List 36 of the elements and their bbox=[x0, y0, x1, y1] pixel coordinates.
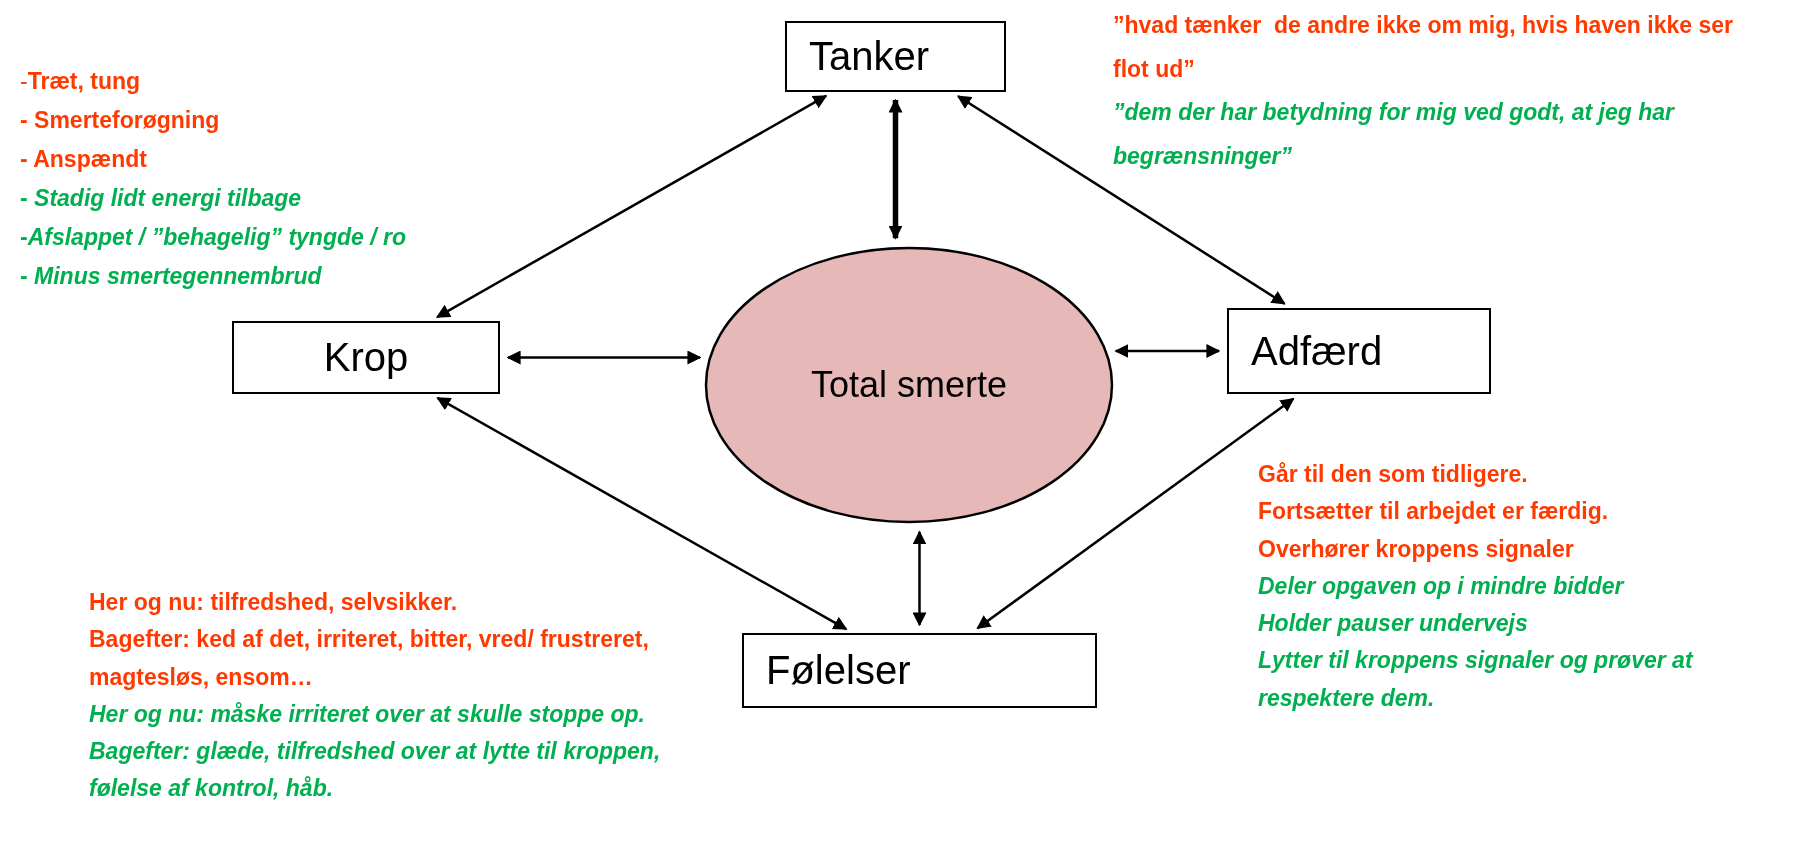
double-arrow bbox=[506, 350, 702, 365]
node-label: Følelser bbox=[766, 648, 911, 693]
double-arrow bbox=[435, 94, 828, 319]
node-label: Total smerte bbox=[810, 364, 1008, 406]
note-text: - Anspændt bbox=[20, 145, 147, 175]
note-text: -Afslappet / ”behagelig” tyngde / ro bbox=[20, 223, 406, 253]
node-label: Adfærd bbox=[1251, 328, 1383, 374]
note-text: Deler opgaven op i mindre bidder bbox=[1258, 571, 1624, 601]
process-box bbox=[785, 21, 1006, 92]
note-text: Her og nu: tilfredshed, selvsikker. bbox=[89, 588, 458, 617]
process-box bbox=[1227, 308, 1491, 394]
note-text: Bagefter: glæde, tilfredshed over at lytte til kroppen, følelse af kontrol, håb. bbox=[89, 737, 662, 804]
double-arrow bbox=[976, 397, 1295, 630]
note-text: Bagefter: ked af det, irriteret, bitter, vred/ frustreret, magtesløs, ensom… bbox=[89, 625, 650, 692]
ellipse-node bbox=[704, 246, 1114, 524]
node-label: Tanker bbox=[809, 34, 930, 79]
note-text: Overhører kroppens signaler bbox=[1258, 534, 1574, 564]
note-text: - Stadig lidt energi tilbage bbox=[20, 184, 302, 214]
note-text: -Træt, tung bbox=[20, 67, 141, 96]
note-text: ”hvad tænker de andre ikke om mig, hvis haven ikke ser flot ud” bbox=[1113, 11, 1734, 84]
note-text: - Minus smertegennembrud bbox=[20, 262, 322, 292]
note-text: Fortsætter til arbejdet er færdig. bbox=[1258, 497, 1609, 527]
double-arrow bbox=[436, 396, 848, 631]
process-box bbox=[742, 633, 1097, 708]
note-text: Her og nu: måske irriteret over at skulle stoppe op. bbox=[89, 699, 645, 729]
double-arrow bbox=[888, 98, 903, 240]
note-text: Går til den som tidligere. bbox=[1258, 460, 1528, 489]
note-text: - Smerteforøgning bbox=[20, 106, 220, 136]
note-text: Lytter til kroppens signaler og prøver at respektere dem. bbox=[1258, 646, 1695, 713]
node-label: Krop bbox=[323, 335, 409, 380]
double-arrow bbox=[912, 530, 927, 627]
note-text: ”dem der har betydning for mig ved godt, at jeg har begrænsninger” bbox=[1113, 98, 1676, 172]
double-arrow bbox=[1114, 344, 1221, 358]
process-box bbox=[232, 321, 500, 394]
double-arrow bbox=[956, 95, 1286, 305]
note-text: Holder pauser undervejs bbox=[1258, 609, 1528, 638]
